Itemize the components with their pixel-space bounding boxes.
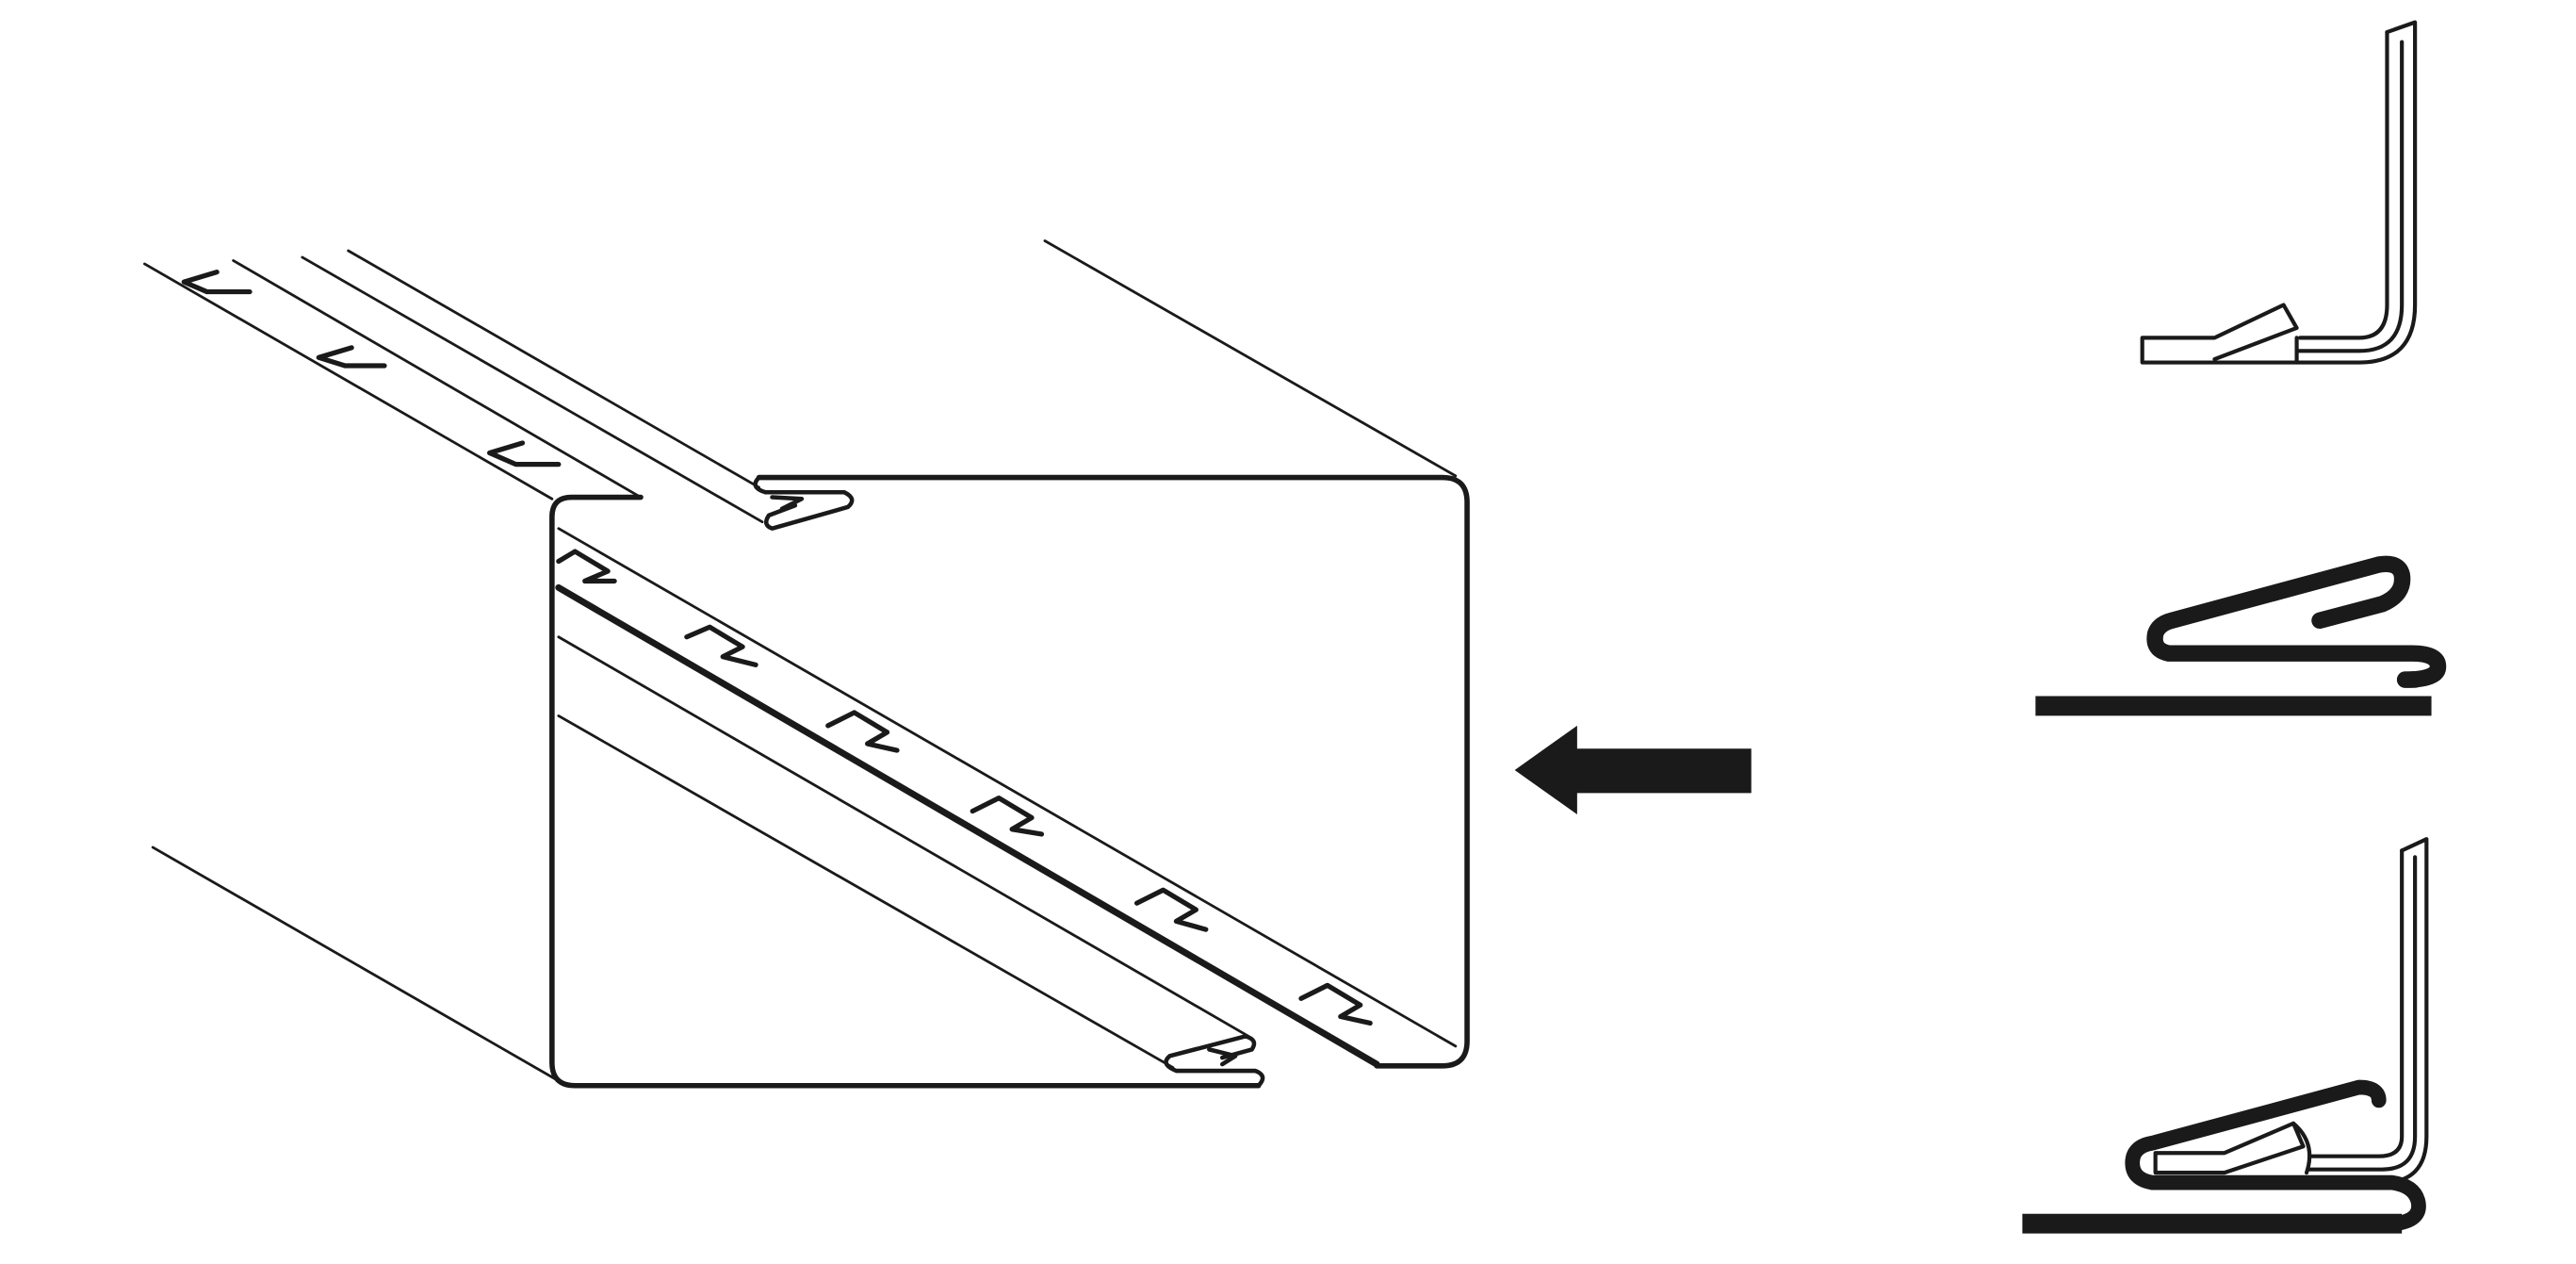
top-seam-hook bbox=[753, 475, 855, 531]
snap-tabs-upper-strip bbox=[181, 270, 562, 468]
isometric-duct-view bbox=[143, 239, 1470, 1089]
arrow-left-icon bbox=[1514, 725, 1752, 815]
seam-detail-closed bbox=[2022, 837, 2429, 1234]
receding-edge-lines bbox=[143, 239, 1458, 1081]
front-profile bbox=[549, 474, 1470, 1089]
snap-tabs-diagonal bbox=[556, 549, 1373, 1026]
seam-detail-open bbox=[2140, 20, 2418, 365]
interior-diagonals bbox=[555, 527, 1458, 1069]
bottom-seam-hook bbox=[1164, 1034, 1265, 1089]
seam-detail-folded bbox=[2035, 555, 2447, 716]
